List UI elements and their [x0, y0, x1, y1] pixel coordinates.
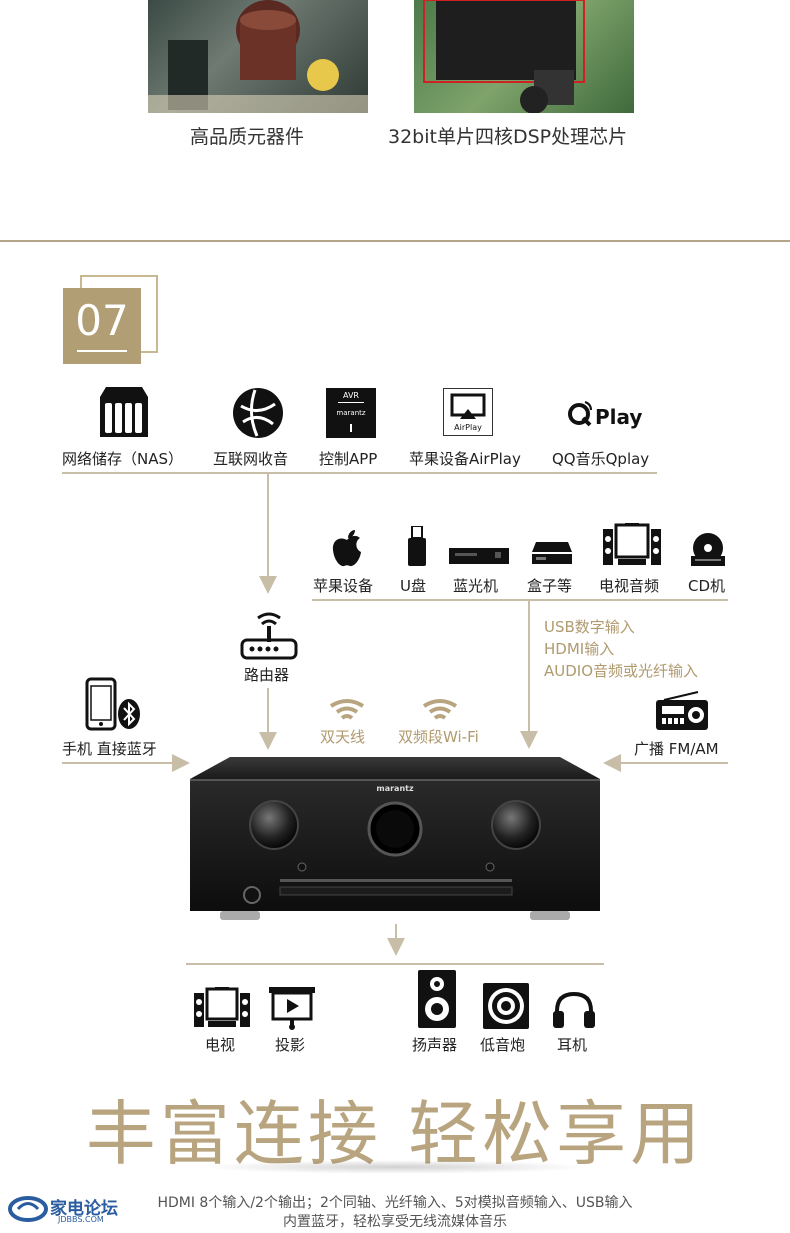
control-app-icon: AVR marantz: [326, 388, 376, 438]
apple-device-label: 苹果设备: [313, 577, 374, 595]
bluray-player-icon: [449, 544, 509, 570]
phone-icon: [85, 677, 117, 735]
components-caption: 高品质元器件: [190, 126, 305, 148]
tv-audio-label: 电视音频: [599, 577, 660, 595]
projector-label: 投影: [275, 1036, 306, 1054]
input-hdmi-text: HDMI输入: [544, 640, 615, 658]
antenna-wave-icon: [327, 698, 367, 726]
tv-audio-icon: [603, 523, 661, 571]
row1-line: [62, 472, 657, 474]
headphones-icon: [552, 991, 596, 1033]
radio-icon: [654, 690, 710, 736]
watermark-logo: 家电论坛 JDBBS.COM: [8, 1192, 138, 1228]
receiver-brand: marantz: [376, 784, 414, 793]
subwoofer-icon: [483, 983, 529, 1033]
bluray-label: 蓝光机: [453, 577, 499, 595]
badge-underline: [77, 350, 127, 352]
watermark-site: JDBBS.COM: [58, 1215, 104, 1224]
headphones-label: 耳机: [557, 1036, 588, 1054]
av-receiver: marantz: [190, 757, 600, 920]
section-divider: [0, 240, 790, 242]
qplay-icon: Play: [565, 398, 645, 432]
internet-radio-icon: [231, 386, 285, 444]
usb-drive-icon: [406, 525, 428, 572]
phone-bluetooth-label: 手机 直接蓝牙: [62, 740, 157, 758]
apple-icon: [330, 528, 364, 572]
subwoofer-label: 低音炮: [480, 1036, 526, 1054]
section-number: 07: [75, 296, 129, 345]
qplay-label: QQ音乐Qplay: [552, 450, 650, 468]
output-line: [186, 963, 604, 965]
tv-label: 电视: [205, 1036, 236, 1054]
router-label: 路由器: [244, 666, 290, 684]
radio-line: [620, 762, 728, 764]
row2-line: [312, 599, 728, 601]
arrow-to-router: [259, 576, 277, 594]
components-photo: [148, 0, 368, 113]
arrow-to-outputs: [387, 938, 405, 956]
nas-label: 网络储存（NAS）: [62, 450, 184, 468]
airplay-label: 苹果设备AirPlay: [409, 450, 521, 468]
arrow-from-inputs: [520, 731, 538, 749]
headline: 丰富连接 轻松享用: [85, 1093, 705, 1175]
dsp-chip-photo: [414, 0, 634, 113]
set-top-box-icon: [530, 540, 574, 570]
spec-line-1: HDMI 8个输入/2个输出；2个同轴、光纤输入、5对模拟音频输入、USB输入: [157, 1195, 633, 1211]
output-connector: [395, 924, 397, 940]
nas-icon: [98, 385, 150, 443]
dual-antenna-label: 双天线: [320, 728, 366, 746]
wifi-wave-icon: [420, 698, 460, 726]
projector-icon: [269, 987, 315, 1035]
arrow-radio-to-amp: [603, 754, 621, 772]
phone-line: [62, 762, 174, 764]
tv-icon: [194, 987, 250, 1033]
arrow-router-to-amp: [259, 732, 277, 750]
input-usb-text: USB数字输入: [544, 618, 635, 636]
dsp-chip-caption: 32bit单片四核DSP处理芯片: [388, 126, 628, 148]
input-audio-text: AUDIO音频或光纤输入: [544, 662, 699, 680]
spec-line-2: 内置蓝牙，轻松享受无线流媒体音乐: [283, 1214, 507, 1230]
control-app-label: 控制APP: [319, 450, 378, 468]
router-connector: [267, 688, 269, 734]
cd-player-label: CD机: [688, 577, 726, 595]
radio-label: 广播 FM/AM: [634, 740, 719, 758]
section-number-badge: 07: [63, 288, 141, 364]
cd-player-icon: [689, 532, 727, 572]
speaker-label: 扬声器: [412, 1036, 458, 1054]
row2-connector: [528, 601, 530, 731]
airplay-icon: AirPlay: [443, 388, 493, 436]
speaker-icon: [418, 970, 456, 1032]
row1-connector: [267, 474, 269, 578]
headline-shadow: [200, 1160, 590, 1174]
bluetooth-icon: [117, 698, 141, 734]
usb-drive-label: U盘: [400, 577, 426, 595]
internet-radio-label: 互联网收音: [213, 450, 289, 468]
router-icon: [240, 612, 298, 664]
watermark-name: 家电论坛: [50, 1199, 118, 1219]
set-top-box-label: 盒子等: [527, 577, 573, 595]
dual-band-wifi-label: 双频段Wi-Fi: [398, 728, 479, 746]
arrow-phone-to-amp: [172, 754, 190, 772]
